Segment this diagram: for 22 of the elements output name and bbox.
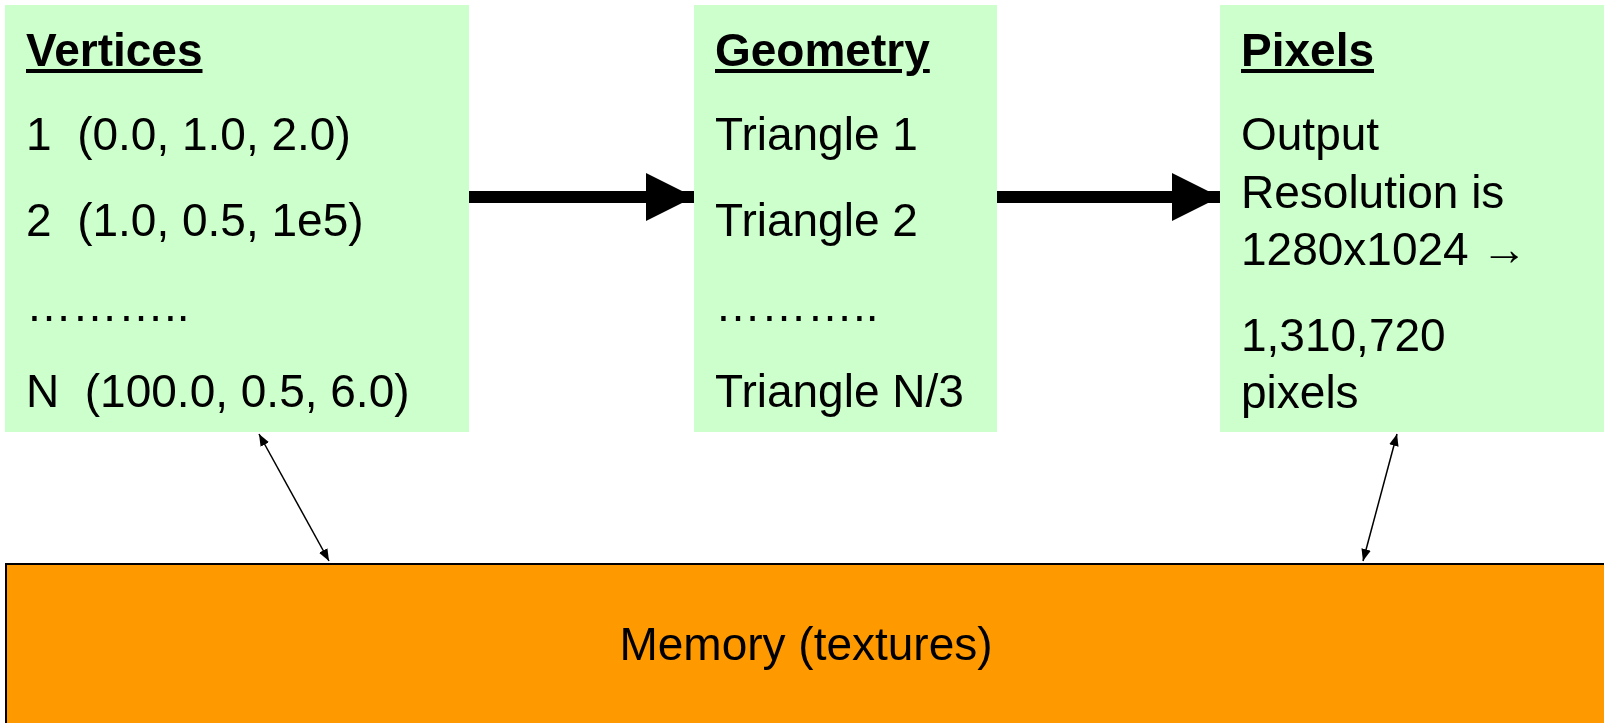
stage-item: Triangle 1 xyxy=(715,107,918,163)
arrow xyxy=(258,433,330,562)
stage-box xyxy=(1220,5,1604,432)
stage-item: ……….. xyxy=(26,278,190,334)
stage-item: N (100.0, 0.5, 6.0) xyxy=(26,363,410,419)
arrow xyxy=(997,173,1220,221)
stage-item: Triangle N/3 xyxy=(715,363,964,419)
memory-label: Memory (textures) xyxy=(619,617,993,671)
stage-item: 2 (1.0, 0.5, 1e5) xyxy=(26,192,364,248)
stage-heading: Vertices xyxy=(26,23,203,78)
stage-item: 1,310,720 pixels xyxy=(1241,307,1447,421)
stage-item: Triangle 2 xyxy=(715,192,918,248)
stage-box xyxy=(694,5,997,432)
arrow xyxy=(1361,433,1399,562)
stage-heading: Geometry xyxy=(715,23,930,78)
stage-item: ……….. xyxy=(715,278,879,334)
stage-item: 1 (0.0, 1.0, 2.0) xyxy=(26,107,351,163)
stage-item: Output Resolution is 1280x1024 → xyxy=(1241,107,1529,278)
stage-heading: Pixels xyxy=(1241,23,1374,78)
arrow xyxy=(469,173,694,221)
memory-bar xyxy=(5,563,1604,723)
stage-box xyxy=(5,5,469,432)
